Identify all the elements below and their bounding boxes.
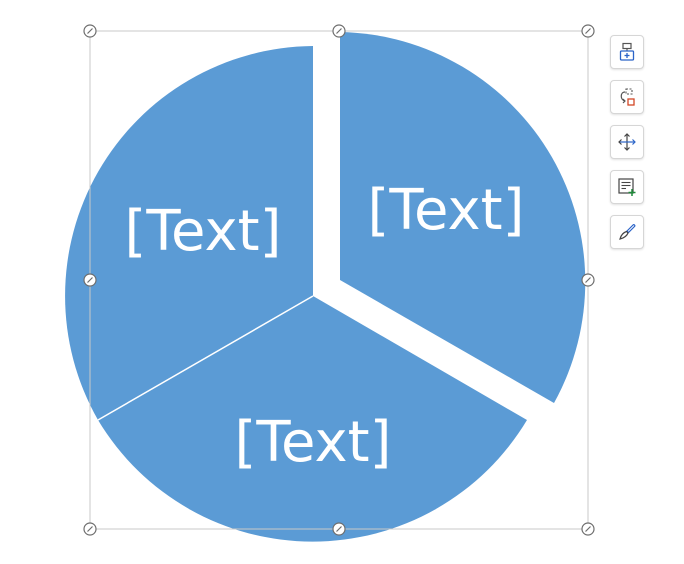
resize-handle-top-left[interactable] — [83, 24, 97, 38]
text-pane-button[interactable] — [610, 170, 644, 204]
resize-handle-bottom-left[interactable] — [83, 522, 97, 536]
change-layout-icon — [620, 88, 635, 106]
add-shape-button[interactable] — [610, 35, 644, 69]
segment-right[interactable] — [340, 32, 586, 403]
style-button[interactable] — [610, 215, 644, 249]
resize-handles — [83, 24, 595, 536]
segment-left-label[interactable]: [Text] — [125, 199, 282, 264]
change-layout-button[interactable] — [610, 80, 644, 114]
move-button[interactable] — [610, 125, 644, 159]
segment-bottom[interactable] — [98, 296, 527, 542]
text-pane-icon — [618, 178, 636, 196]
add-shape-icon — [619, 42, 635, 61]
segment-bottom-label[interactable]: [Text] — [235, 410, 392, 475]
resize-handle-right[interactable] — [581, 273, 595, 287]
resize-handle-top[interactable] — [332, 24, 346, 38]
resize-handle-top-right[interactable] — [581, 24, 595, 38]
segment-left[interactable] — [65, 46, 314, 420]
segment-right-label[interactable]: [Text] — [368, 178, 525, 243]
move-arrows-icon — [618, 133, 636, 151]
resize-handle-left[interactable] — [83, 273, 97, 287]
resize-handle-bottom[interactable] — [332, 522, 346, 536]
segment-divider — [97, 295, 314, 421]
resize-handle-bottom-right[interactable] — [581, 522, 595, 536]
brush-icon — [619, 224, 636, 240]
